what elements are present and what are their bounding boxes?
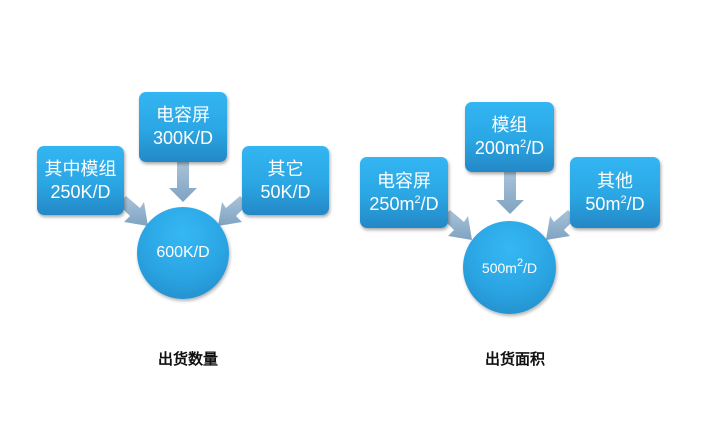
box-label: 电容屏 (156, 105, 210, 126)
module-box: 模组 200m2/D (465, 102, 554, 172)
box-value: 300K/D (152, 128, 214, 148)
total-value: 600K/D (156, 244, 210, 261)
total-value: 500m2/D (481, 256, 538, 276)
module-box: 其中模组 250K/D (37, 146, 124, 215)
value-unit: /D (420, 193, 439, 214)
box-value: 50K/D (260, 181, 311, 202)
capacitive-screen-box: 电容屏 300K/D (139, 92, 227, 162)
arrow-diag-left-icon (218, 196, 248, 226)
value-superscript: 2 (519, 138, 527, 150)
value-number: 250m (369, 193, 415, 214)
box-value: 200m2/D (465, 137, 554, 159)
value-superscript: 2 (414, 193, 421, 206)
value-number: 200m (474, 138, 520, 158)
box-label: 模组 (491, 115, 528, 136)
box-value: 250K/D (50, 181, 111, 202)
value-unit: /D (523, 259, 538, 276)
caption-shipment-area: 出货面积 (485, 350, 546, 368)
value-number: 50m (585, 193, 621, 214)
value-unit: /D (526, 138, 545, 158)
other-box: 其它 50K/D (242, 146, 329, 215)
arrow-diag-right-icon (118, 196, 148, 226)
arrow-diag-left-icon (546, 210, 576, 240)
value-unit: /D (626, 193, 645, 214)
capacitive-screen-box: 电容屏 250m2/D (360, 157, 448, 228)
arrow-down-icon (169, 162, 197, 202)
box-label: 其中模组 (44, 158, 117, 180)
arrow-diag-right-icon (442, 210, 472, 240)
value-number: 500m (481, 259, 517, 276)
box-label: 其它 (267, 158, 304, 180)
caption-shipment-quantity: 出货数量 (158, 350, 219, 368)
box-label: 其他 (597, 170, 633, 192)
value-superscript: 2 (516, 256, 524, 269)
box-label: 电容屏 (377, 170, 431, 192)
total-circle: 500m2/D (463, 221, 556, 314)
box-value: 250m2/D (360, 193, 448, 215)
other-box: 其他 50m2/D (570, 157, 660, 228)
total-circle: 600K/D (137, 207, 229, 299)
arrow-down-icon (496, 172, 524, 214)
box-value: 50m2/D (570, 193, 660, 215)
value-superscript: 2 (620, 193, 627, 206)
